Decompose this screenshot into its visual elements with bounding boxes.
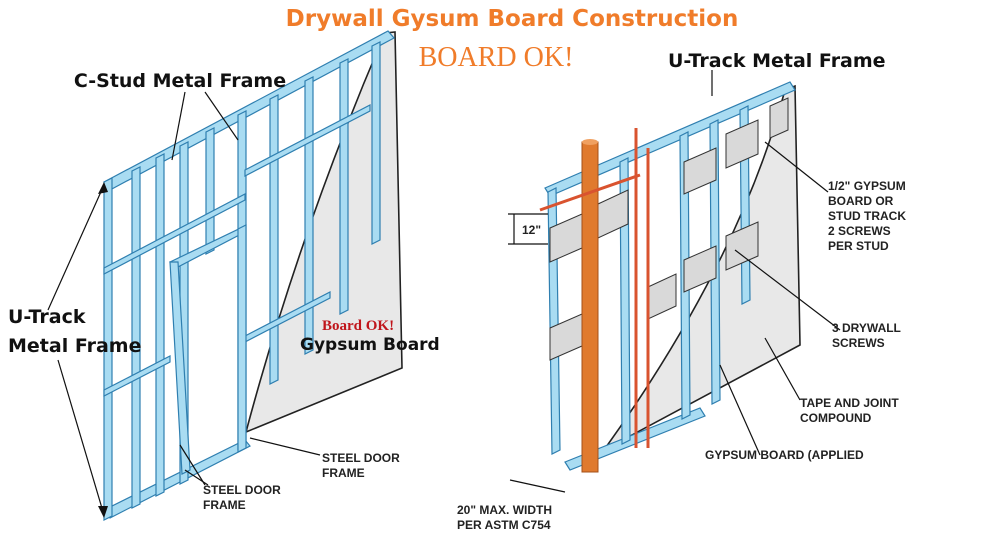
label-utrack-line2: Metal Frame [8,335,141,357]
label-3-screws-2: SCREWS [832,336,885,350]
label-half-gypsum-2: BOARD OR [828,194,894,208]
right-wall-diagram: 12" U-Track Metal Frame 1/2" GYPSUM BOAR… [457,50,906,532]
label-tape-1: TAPE AND JOINT [800,396,899,410]
label-3-screws-1: 3 DRYWALL [832,321,901,335]
label-gypsum-board: Gypsum Board [300,335,440,355]
door-frame-arrow-bottom-2 [184,469,209,486]
label-width-2: PER ASTM C754 [457,518,551,532]
screws-leader [734,249,841,331]
page-subtitle: BOARD OK! [419,42,574,73]
label-width-1: 20" MAX. WIDTH [457,503,552,517]
cstud-arrow-1 [171,91,186,161]
label-door-frame-right-2: FRAME [322,466,365,480]
left-door-frame [168,224,247,475]
page-title: Drywall Gysum Board Construction [286,6,739,32]
right-pipes [539,128,650,473]
label-gypsum-applied: GYPSUM BOARD (APPLIED [705,448,864,462]
tape-leader [764,337,801,401]
utrack-arrowhead-up [98,182,108,194]
label-board-ok-left: Board OK! [322,318,394,334]
half-gypsum-leader [764,141,829,193]
label-12in: 12" [522,223,541,237]
label-half-gypsum-5: PER STUD [828,239,889,253]
label-tape-2: COMPOUND [800,411,872,425]
utrack-arrow-up [47,184,105,311]
gypsum-applied-leader [719,364,761,456]
label-half-gypsum-1: 1/2" GYPSUM [828,179,906,193]
cstud-arrow-2 [204,91,239,141]
dim-width [509,479,566,493]
left-wall-diagram: C-Stud Metal Frame U-Track Metal Frame B… [8,30,440,521]
label-door-frame-right-1: STEEL DOOR [322,451,400,465]
label-half-gypsum-3: STUD TRACK [828,209,906,223]
utrack-arrow-down [57,359,105,516]
door-frame-arrow-bottom-1 [179,444,206,486]
door-frame-arrow-right [249,437,321,456]
label-cstud: C-Stud Metal Frame [74,70,286,92]
label-door-frame-bottom-1: STEEL DOOR [203,483,281,497]
label-utrack-right: U-Track Metal Frame [668,50,886,72]
label-door-frame-bottom-2: FRAME [203,498,246,512]
utrack-arrowhead-down [98,506,108,518]
left-gypsum-board [244,31,403,434]
label-half-gypsum-4: 2 SCREWS [828,224,891,238]
label-utrack-line1: U-Track [8,306,86,328]
